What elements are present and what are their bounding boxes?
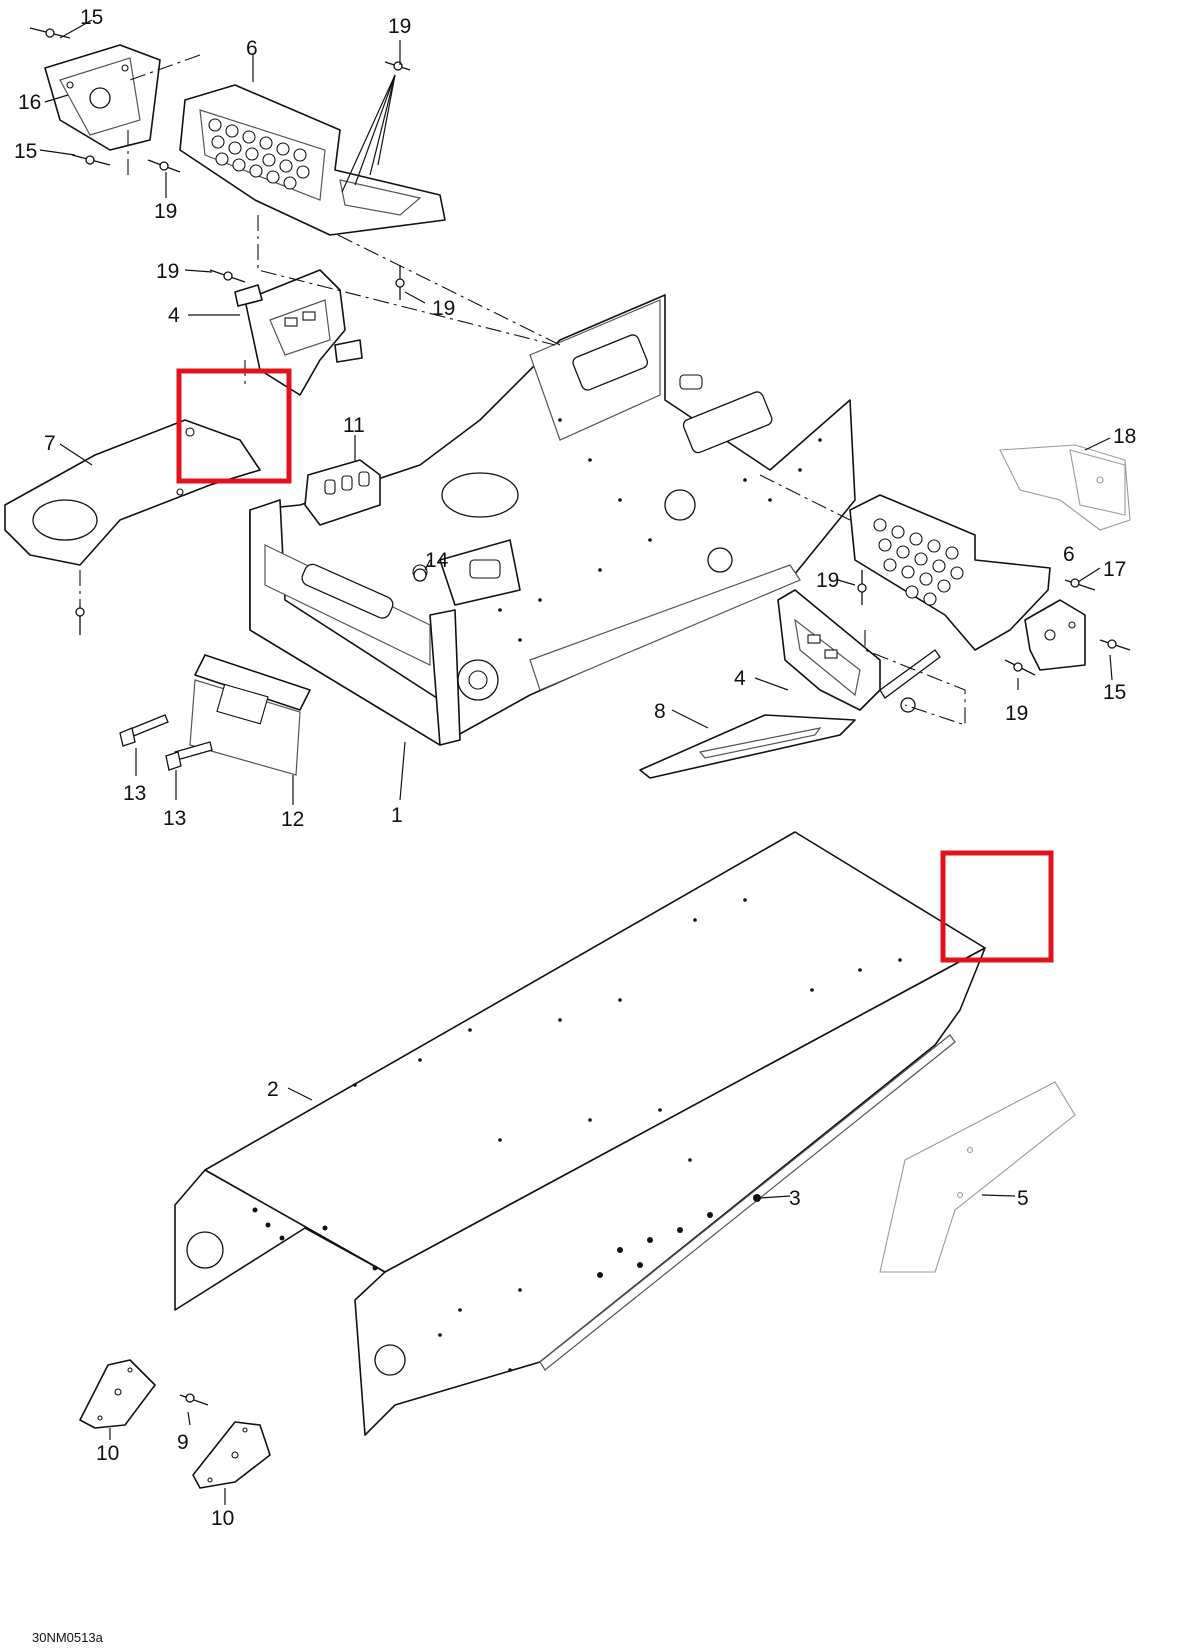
callout-3: 3 [789,1187,801,1210]
tunnel-rivet-holes [252,898,902,1372]
plate-part-10-b [192,1421,271,1489]
callout-7: 7 [44,432,56,455]
bracket-part-4-right [777,589,941,713]
plate-part-10-a [79,1359,156,1429]
bracket-part-16 [44,44,161,151]
rivet-15-top [29,27,71,39]
footrest-part-6-right [849,494,1051,651]
callout-12: 12 [281,808,304,831]
main-frame-part-1 [249,294,856,746]
frame-rivet-holes [498,418,822,642]
callout-9: 9 [177,1431,189,1454]
callout-8: 8 [654,700,666,723]
callout-labels: 15 16 15 6 19 19 19 4 19 7 11 18 14 6 17… [14,6,1136,1645]
rivet-19-upper-right [384,61,411,71]
plate-part-12 [189,654,311,776]
rivet-17 [1064,578,1096,591]
figure-code: 30NM0513a [32,1630,104,1645]
callout-14: 14 [425,549,449,572]
panel-part-7 [4,419,261,566]
callout-1: 1 [391,804,403,827]
callout-13-a: 13 [123,782,146,805]
callout-15-right: 15 [1103,681,1126,704]
rivet-15-left [71,154,111,166]
nut-14 [413,568,427,582]
bolt-part-13-b [165,741,213,771]
callout-16: 16 [18,91,41,114]
callout-17: 17 [1103,558,1126,581]
callout-10-a: 10 [96,1442,119,1465]
strip-part-8 [639,714,856,779]
rivet-7-bottom [75,605,85,635]
highlight-box-upper [176,368,292,484]
callout-13-b: 13 [163,807,186,830]
footrest-part-6-upper [179,84,446,236]
highlight-box-lower [940,850,1054,963]
callout-6-right: 6 [1063,543,1075,566]
callout-18: 18 [1113,425,1136,448]
bolt-part-13-a [119,714,169,747]
rivet-9 [179,1393,209,1406]
assembly-centerlines [79,54,966,726]
footrest-holes-right [873,518,964,606]
callout-19-right: 19 [816,569,839,592]
callout-15-left: 15 [14,140,37,163]
rivet-15-right [1099,639,1131,651]
rivet-19-right [857,570,867,605]
bracket-part-17 [1024,599,1086,671]
rivet-19-mid-vertical [395,265,405,300]
footrest-holes-upper [208,118,310,190]
rivet-19-mid-left [209,269,246,283]
leader-lines [39,19,1113,805]
callout-19-top-right: 19 [388,15,411,38]
rivet-19-upper-left [147,159,181,173]
bracket-part-11 [304,459,381,526]
callout-15-top: 15 [80,6,103,29]
callout-19-upper-left: 19 [154,200,177,223]
callout-4-right: 4 [734,667,746,690]
plate-part-5-ghost [879,1081,1076,1273]
tunnel-part-2 [174,831,986,1436]
callout-11: 11 [343,414,365,437]
callout-2: 2 [267,1078,279,1101]
callout-19-mid-right: 19 [432,297,455,320]
bracket-part-18-ghost [999,444,1131,531]
callout-5: 5 [1017,1187,1029,1210]
rivet-19-right-low [1004,659,1036,676]
callout-6-upper: 6 [246,37,258,60]
leader-lines-lower [109,1087,1016,1505]
callout-10-b: 10 [211,1507,234,1530]
callout-19-right-low: 19 [1005,702,1028,725]
callout-4-upper: 4 [168,304,180,327]
bracket-part-4-upper [234,269,363,396]
callout-19-mid-left: 19 [156,260,179,283]
